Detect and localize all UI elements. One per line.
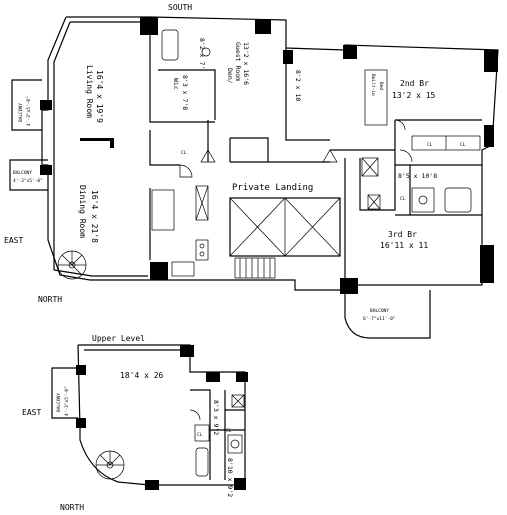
- hall-dims: 8'2 x 10: [294, 70, 302, 101]
- den-label-2: Guest Room: [234, 42, 242, 81]
- living-room-label: Living Room: [85, 65, 94, 118]
- balcony-living: [11, 79, 42, 131]
- door-swing: [399, 149, 413, 163]
- upper-balcony-dims: 4'-3"x5'-0": [64, 386, 70, 416]
- built-in-label-2: Bed: [378, 82, 384, 90]
- upper-balcony-label: BALCONY: [56, 393, 62, 412]
- upper-inner-wall: [84, 349, 245, 480]
- balcony-living-label: BALCONY: [18, 103, 24, 122]
- dining-room-dims: 16'4 x 21'8: [90, 190, 99, 243]
- upper-room-b-dims: 8'10 x 9'2: [226, 458, 234, 497]
- dining-room-label: Dining Room: [78, 185, 87, 238]
- wic-dims: 8'3 x 7'8: [181, 75, 189, 110]
- door-swing: [200, 149, 216, 163]
- column: [76, 365, 86, 375]
- column: [40, 165, 52, 175]
- balcony-dining-dims: 4'-3"x5'-0": [13, 178, 43, 184]
- main-level: SOUTH EAST NORTH Living Room 16'4 x 19'9…: [4, 3, 499, 339]
- bathtub: [161, 29, 179, 61]
- column: [80, 138, 110, 141]
- den-label-1: Den/: [226, 68, 234, 84]
- br2-dims: 13'2 x 15: [392, 91, 436, 100]
- wic-label: Wic: [172, 78, 180, 90]
- bathtub-upper: [195, 447, 209, 477]
- column: [140, 17, 158, 35]
- upper-main-dims: 18'4 x 26: [120, 371, 164, 380]
- upper-closet-label: CL: [197, 432, 203, 438]
- compass-south: SOUTH: [168, 3, 192, 12]
- shaft-upper: [231, 394, 245, 408]
- column: [206, 372, 220, 382]
- column: [480, 245, 494, 283]
- bath-dims: 8'5 x 10'8: [398, 172, 437, 180]
- built-in-bed: [364, 69, 388, 126]
- balcony-living-dims: 4'-3"x5'-0": [26, 96, 32, 126]
- spiral-stair-upper: [95, 450, 125, 480]
- br3-label: 3rd Br: [388, 230, 417, 239]
- upper-room-a-dims: 8'3 x 9'2: [212, 400, 220, 435]
- column: [340, 278, 358, 294]
- column: [40, 100, 52, 110]
- shaft-boxes: [195, 157, 381, 261]
- column: [180, 345, 194, 357]
- den-dims: 13'2 x 16'6: [242, 42, 250, 85]
- balcony-dining-label: BALCONY: [13, 170, 32, 176]
- compass-north-main: NORTH: [38, 295, 62, 304]
- br2-label: 2nd Br: [400, 79, 429, 88]
- column: [76, 418, 86, 428]
- column: [150, 262, 168, 280]
- closet-upper: [194, 424, 210, 442]
- door-swing: [189, 409, 201, 421]
- br3-dims: 16'11 x 11: [380, 241, 428, 250]
- built-in-label-1: Built-in: [370, 74, 376, 96]
- main-outer-wall: [41, 16, 499, 291]
- stair-steps: [234, 257, 276, 279]
- column: [236, 372, 248, 382]
- column: [110, 138, 114, 148]
- closet-label: CL: [460, 142, 466, 148]
- kitchen-counter: [151, 189, 175, 231]
- private-landing-label: Private Landing: [232, 183, 313, 193]
- column: [145, 480, 159, 490]
- closet-label: CL: [181, 150, 187, 156]
- kitchen-sink: [171, 261, 195, 277]
- compass-east-main: EAST: [4, 236, 23, 245]
- small-room-dims: 8'2 x 7': [198, 38, 206, 69]
- balcony-dining: [9, 159, 48, 191]
- main-inner-wall: [53, 21, 148, 277]
- upper-balcony: [51, 367, 78, 419]
- fixture-upper: [227, 434, 243, 454]
- upper-level-title: Upper Level: [92, 334, 145, 343]
- balcony-br3-dims: 6'-7"x11'-0": [363, 316, 396, 322]
- compass-north-upper: NORTH: [60, 503, 84, 512]
- column: [484, 125, 494, 147]
- column: [283, 50, 293, 64]
- closet-label: CL: [400, 196, 406, 202]
- upper-level: Upper Level 18'4 x 26 8'3 x 9'2 8'10 x 9…: [22, 334, 248, 512]
- living-room-dims: 16'4 x 19'9: [95, 70, 104, 123]
- door-swing: [394, 119, 406, 131]
- partition: [149, 35, 482, 285]
- column: [484, 50, 498, 72]
- balcony-br3-label: BALCONY: [370, 308, 389, 314]
- column: [343, 45, 357, 59]
- door-swing: [179, 164, 193, 178]
- compass-east-upper: EAST: [22, 408, 41, 417]
- closet-label: CL: [427, 142, 433, 148]
- bathtub: [411, 187, 435, 213]
- spiral-stair: [57, 250, 87, 280]
- column: [234, 478, 246, 490]
- door-swing: [322, 149, 338, 163]
- balcony-br3: [344, 290, 431, 339]
- upper-closet-label: CL: [226, 428, 232, 434]
- column: [255, 20, 271, 34]
- bathtub: [444, 187, 472, 213]
